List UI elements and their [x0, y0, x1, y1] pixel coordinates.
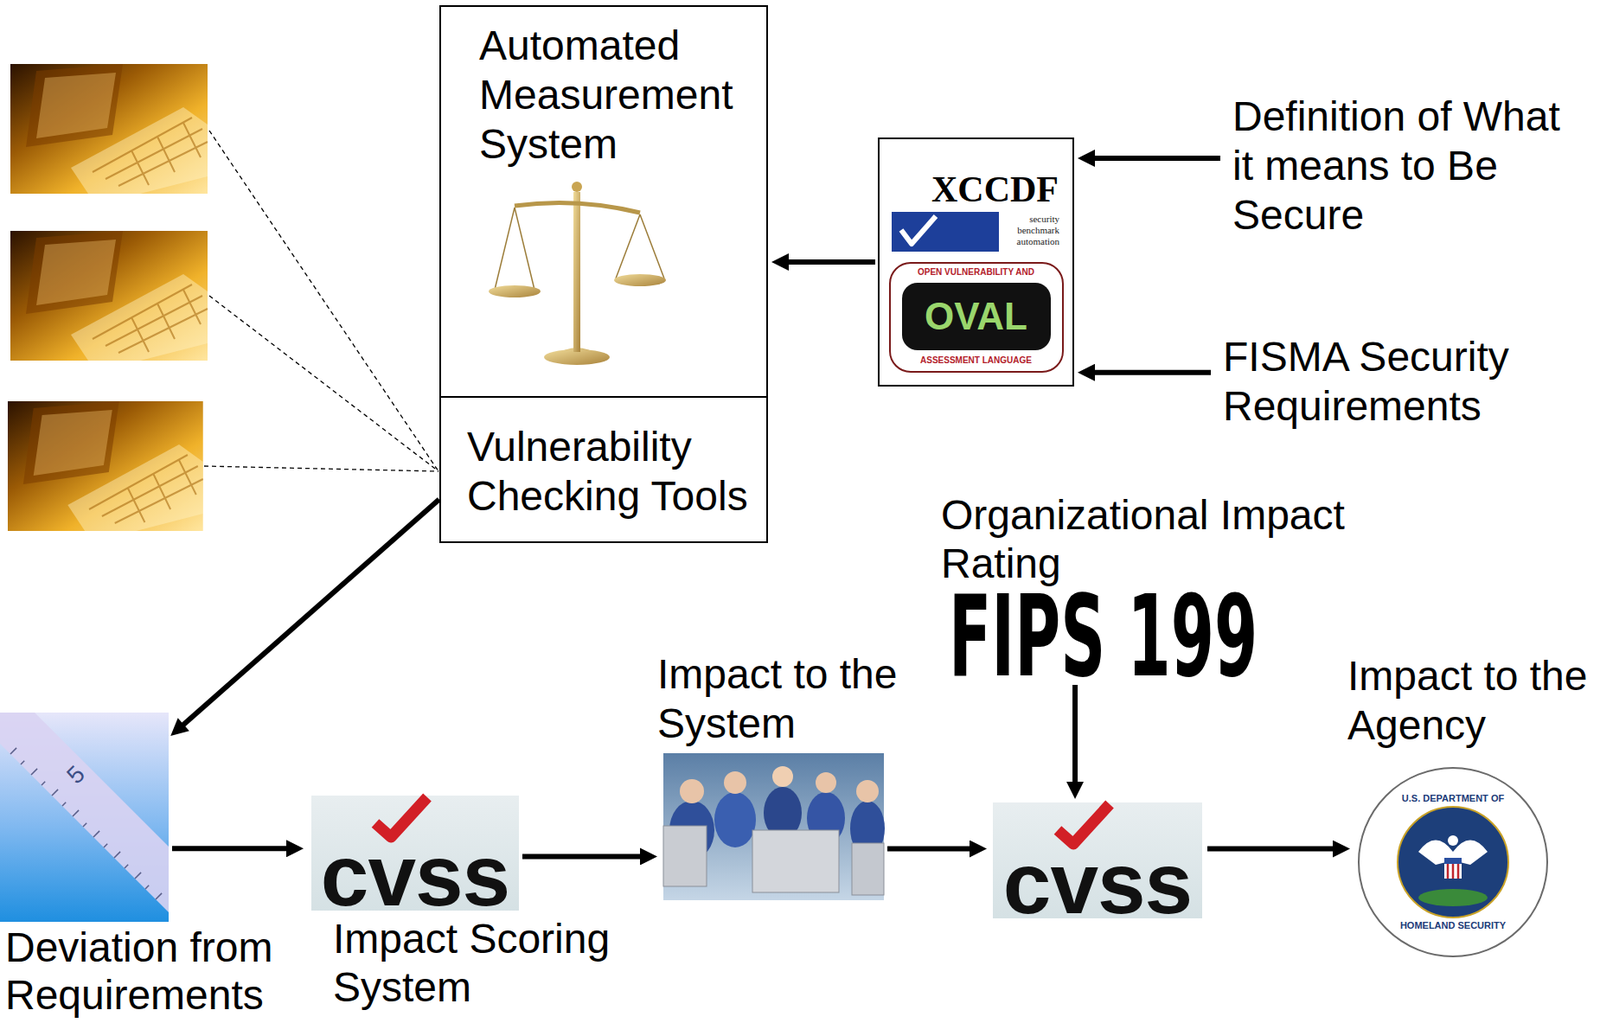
laptop-keyboard	[70, 274, 208, 361]
ruler-ticks	[10, 748, 162, 900]
photo-ground	[10, 64, 208, 194]
person	[679, 779, 704, 804]
person	[815, 772, 837, 794]
node-text: HOMELAND SECURITY	[1359, 921, 1547, 931]
laptop-keys	[89, 454, 204, 524]
connector-arrow	[1091, 155, 1221, 161]
node-text: FISMA Security Requirements	[1222, 332, 1552, 431]
scales-beam	[514, 202, 640, 213]
node-text: Definition of What it means to Be Secure	[1232, 91, 1570, 240]
node-text: ASSESSMENT LANGUAGE	[879, 355, 1073, 366]
agency-seal-art	[1359, 768, 1547, 956]
laptop-keys	[92, 284, 208, 353]
scoring-logo: cvss	[992, 802, 1203, 919]
node-text: security benchmark automation	[1005, 213, 1060, 248]
scales-post	[573, 192, 581, 352]
seal-ring	[1359, 768, 1547, 956]
connector-arrow	[1207, 846, 1337, 852]
laptop-screen	[33, 409, 113, 476]
connector-arrow	[180, 499, 439, 728]
seal-shield	[1444, 857, 1462, 879]
requirements-note: FISMA Security Requirements	[1222, 332, 1552, 431]
node-text: FIPS 199	[948, 591, 1258, 682]
xccdf-bar	[891, 211, 999, 252]
ruler-number: 5	[61, 760, 91, 790]
laptop-lid	[25, 64, 123, 148]
connector-arrow	[785, 259, 876, 265]
laptop-lid	[23, 401, 120, 485]
system-image: Impact to the System	[663, 753, 884, 901]
standards-logo-box: XCCDF security benchmark automationOPEN V…	[877, 137, 1075, 387]
dashed-leader	[204, 130, 439, 472]
node-text: Vulnerability Checking Tools	[467, 422, 762, 521]
connector-arrow	[887, 846, 973, 852]
scales-pan	[488, 285, 541, 298]
person	[723, 771, 747, 794]
monitor	[663, 825, 707, 887]
photo-ground	[7, 401, 204, 532]
ruler-band	[0, 712, 169, 913]
laptop-photo	[10, 64, 208, 194]
node-text: Impact Scoring System	[332, 915, 619, 1012]
node-text: OPEN VULNERABILITY AND	[879, 267, 1073, 278]
seal-shield-top	[1444, 857, 1462, 864]
monitor	[851, 843, 884, 896]
node-text: cvss	[311, 848, 519, 903]
connector-arrow	[522, 853, 644, 859]
node-text: U.S. DEPARTMENT OF	[1359, 793, 1547, 804]
node-text: Organizational Impact Rating	[940, 491, 1357, 589]
cvss-ground	[992, 802, 1203, 919]
seal-core	[1397, 806, 1509, 918]
connector-arrow	[172, 845, 290, 852]
cvss-check	[1057, 804, 1110, 845]
seal-stripes	[1447, 864, 1459, 879]
laptop-keyboard	[67, 444, 203, 532]
cvss-ground	[311, 795, 519, 911]
node-text: OVAL	[879, 294, 1073, 339]
xccdf-check	[901, 216, 936, 244]
impact-rating: Organizational Impact RatingFIPS 199	[940, 491, 1357, 682]
laptop-keyboard	[70, 107, 208, 194]
photo-ground	[10, 230, 208, 361]
node-text: Deviation from Requirements	[5, 923, 291, 1019]
laptop-photo	[7, 401, 204, 532]
measurement-system-box: Vulnerability Checking Tools Automated Me…	[439, 5, 768, 544]
node-text: Impact to the System	[657, 649, 917, 749]
definition-note: Definition of What it means to Be Secure	[1232, 91, 1570, 240]
node-text: cvss	[992, 856, 1203, 910]
cvss-check	[375, 797, 428, 838]
person	[772, 766, 794, 788]
node-text: Automated Measurement System	[479, 20, 756, 169]
connector-arrow	[1072, 684, 1078, 786]
scales-finial	[571, 181, 583, 192]
scales-pan	[614, 274, 666, 287]
person	[856, 780, 879, 803]
person	[714, 792, 756, 848]
ruler-photo	[0, 712, 169, 922]
laptop-screen	[36, 239, 116, 306]
seal-eagle-head	[1447, 835, 1459, 846]
balance-scales	[488, 181, 666, 365]
connector-arrow	[1091, 370, 1211, 376]
photo-ground	[663, 753, 884, 901]
laptop-keys	[92, 117, 208, 186]
scoring-logo: cvssImpact Scoring System	[311, 795, 519, 911]
laptop-screen	[36, 72, 116, 139]
photo-ground	[0, 712, 169, 922]
laptop-lid	[25, 230, 123, 314]
laptop-photo	[10, 230, 208, 361]
node-text: XCCDF	[931, 170, 1059, 209]
deviation-image: Deviation from Requirements	[0, 712, 169, 922]
seal-ground	[1418, 889, 1488, 907]
vulnerability-tools-section: Vulnerability Checking Tools	[441, 396, 767, 542]
people-photo	[663, 753, 885, 901]
monitor	[752, 830, 839, 893]
agency-seal: Impact to the AgencyU.S. DEPARTMENT OFHO…	[1357, 767, 1549, 958]
node-text: Impact to the Agency	[1347, 651, 1592, 750]
